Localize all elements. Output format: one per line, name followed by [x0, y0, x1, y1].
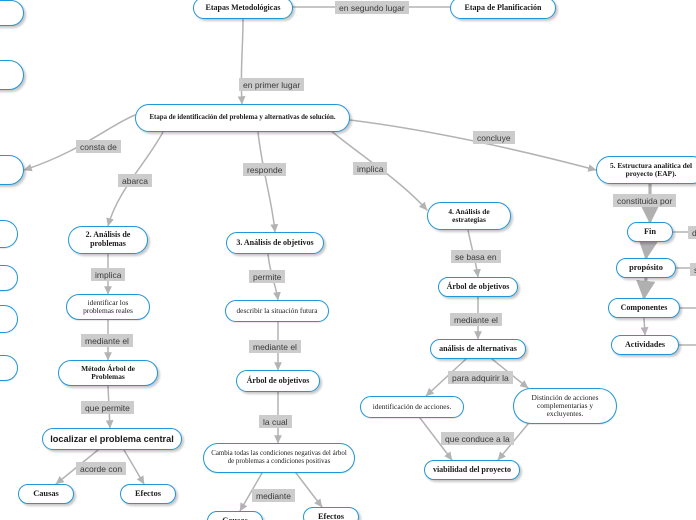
node-label: Fin	[643, 227, 657, 237]
edge-label-en_primer_lugar[interactable]: en primer lugar	[239, 78, 305, 91]
node-proposito[interactable]: propósito	[616, 258, 676, 278]
node-left_partial_6[interactable]	[0, 305, 18, 333]
edge-label-permite[interactable]: permite	[249, 270, 286, 283]
node-metodo_arbol_problemas[interactable]: Método Árbol de Problemas	[58, 360, 158, 386]
edge-label-la_cual[interactable]: la cual	[259, 415, 292, 428]
node-left_partial_3[interactable]	[0, 155, 24, 185]
node-actividades[interactable]: Actividades	[611, 335, 679, 355]
edge-label-acorde_con[interactable]: acorde con	[76, 462, 127, 475]
node-label: 4. Análisis de estrategias	[448, 206, 490, 224]
edge-label-de_partial[interactable]: de	[688, 226, 696, 239]
edge-fin-to-proposito	[638, 239, 658, 260]
node-label: Árbol de objetivos	[446, 281, 510, 291]
node-efectos_der[interactable]: Efectos	[303, 507, 359, 520]
node-etapa_identificacion[interactable]: Etapa de identificación del problema y a…	[135, 104, 350, 132]
node-label: Causas	[33, 489, 59, 499]
edge-componentes-to-actividades	[640, 317, 649, 336]
node-fin[interactable]: Fin	[627, 222, 673, 242]
node-label: describir la situación futura	[236, 305, 318, 315]
edge-label-que_permite[interactable]: que permite	[81, 401, 134, 414]
node-label: localizar el problema central	[50, 433, 174, 444]
node-label: Causas	[222, 516, 248, 520]
node-label: 2. Análisis de problemas	[85, 230, 131, 248]
node-causas_izq[interactable]: Causas	[18, 484, 74, 504]
node-causas_der[interactable]: Causas	[207, 511, 263, 520]
node-label: 5. Estructura analítica del proyecto (EA…	[609, 160, 693, 178]
node-analisis_objetivos[interactable]: 3. Análisis de objetivos	[226, 232, 324, 254]
edge-label-s_partial[interactable]: s	[690, 263, 696, 276]
node-analisis_problemas[interactable]: 2. Análisis de problemas	[68, 226, 148, 254]
edge-label-mediante_el_1[interactable]: mediante el	[81, 334, 133, 347]
node-label: identificación de acciones.	[372, 401, 452, 411]
edge-label-mediante_el_3[interactable]: mediante el	[450, 313, 502, 326]
edge-localizar_problema_central-to-efectos_izq	[123, 449, 145, 485]
node-left_partial_1[interactable]	[0, 0, 24, 26]
edge-label-constituida_por[interactable]: constituida por	[613, 194, 677, 207]
node-label: propósito	[629, 263, 663, 273]
edge-label-abarca[interactable]: abarca	[118, 174, 152, 187]
node-label: Efectos	[134, 489, 162, 499]
node-left_partial_2[interactable]	[0, 60, 24, 90]
node-identificacion_acciones[interactable]: identificación de acciones.	[360, 396, 464, 418]
edge-label-para_adquirir_la[interactable]: para adquirir la	[448, 371, 513, 384]
node-label: Efectos	[317, 512, 345, 520]
edge-cambia_condiciones-to-efectos_der	[295, 472, 323, 508]
node-cambia_condiciones[interactable]: Cambia todas las condiciones negativas d…	[203, 443, 355, 473]
edge-proposito-to-componentes	[636, 276, 656, 300]
edge-etapas_metodologicas-to-etapa_identificacion	[237, 18, 246, 105]
node-label: Etapa de Planificación	[464, 2, 542, 12]
node-label: Etapas Metodológicas	[205, 2, 281, 12]
edge-label-que_conduce_a_la[interactable]: que conduce a la	[441, 432, 514, 445]
node-estructura_analitica[interactable]: 5. Estructura analítica del proyecto (EA…	[596, 156, 696, 184]
edge-label-consta_de[interactable]: consta de	[76, 140, 121, 153]
node-analisis_estrategias[interactable]: 4. Análisis de estrategias	[427, 202, 511, 230]
node-label: Componentes	[620, 302, 668, 312]
node-etapa_planificacion[interactable]: Etapa de Planificación	[450, 0, 556, 19]
node-efectos_izq[interactable]: Efectos	[120, 484, 176, 504]
node-label: Etapa de identificación del problema y a…	[149, 114, 336, 122]
node-arbol_objetivos_2[interactable]: Árbol de objetivos	[438, 277, 518, 297]
node-label: Cambia todas las condiciones negativas d…	[211, 450, 347, 465]
node-identificar_problemas_reales[interactable]: identificar los problemas reales	[66, 294, 150, 320]
node-label: Actividades	[625, 339, 665, 349]
node-componentes[interactable]: Componentes	[608, 298, 680, 318]
edge-etapa_identificacion-to-analisis_objetivos	[257, 131, 279, 233]
node-arbol_objetivos_1[interactable]: Árbol de objetivos	[236, 370, 320, 392]
edge-label-mediante_el_2[interactable]: mediante el	[249, 340, 301, 353]
edge-label-implica_top[interactable]: implica	[353, 162, 388, 175]
node-localizar_problema_central[interactable]: localizar el problema central	[42, 428, 182, 450]
node-label: 3. Análisis de objetivos	[236, 237, 314, 247]
edge-label-se_basa_en[interactable]: se basa en	[451, 250, 501, 263]
node-distincion_acciones[interactable]: Distinción de acciones complementarias y…	[513, 388, 617, 424]
node-label: Método Árbol de Problemas	[81, 363, 135, 381]
edge-label-en_segundo_lugar[interactable]: en segundo lugar	[335, 1, 409, 14]
node-analisis_alternativas[interactable]: análisis de alternativas	[430, 339, 526, 359]
edge-label-mediante_2[interactable]: mediante	[252, 489, 295, 502]
edge-label-implica_2[interactable]: implica	[91, 268, 126, 281]
node-label: análisis de alternativas	[439, 343, 517, 353]
node-viabilidad_proyecto[interactable]: viabilidad del proyecto	[424, 460, 520, 480]
node-label: Distinción de acciones complementarias y…	[531, 392, 599, 419]
node-etapas_metodologicas[interactable]: Etapas Metodológicas	[193, 0, 293, 19]
node-label: identificar los problemas reales	[83, 297, 133, 315]
node-left_partial_5[interactable]	[0, 265, 18, 291]
node-label: viabilidad del proyecto	[432, 464, 512, 474]
edge-label-responde[interactable]: responde	[243, 163, 287, 176]
node-label: Árbol de objetivos	[246, 375, 310, 385]
node-describir_situacion_futura[interactable]: describir la situación futura	[225, 300, 329, 322]
node-left_partial_4[interactable]	[0, 220, 18, 248]
edge-label-concluye[interactable]: concluye	[473, 131, 515, 144]
node-left_partial_7[interactable]	[0, 355, 18, 381]
